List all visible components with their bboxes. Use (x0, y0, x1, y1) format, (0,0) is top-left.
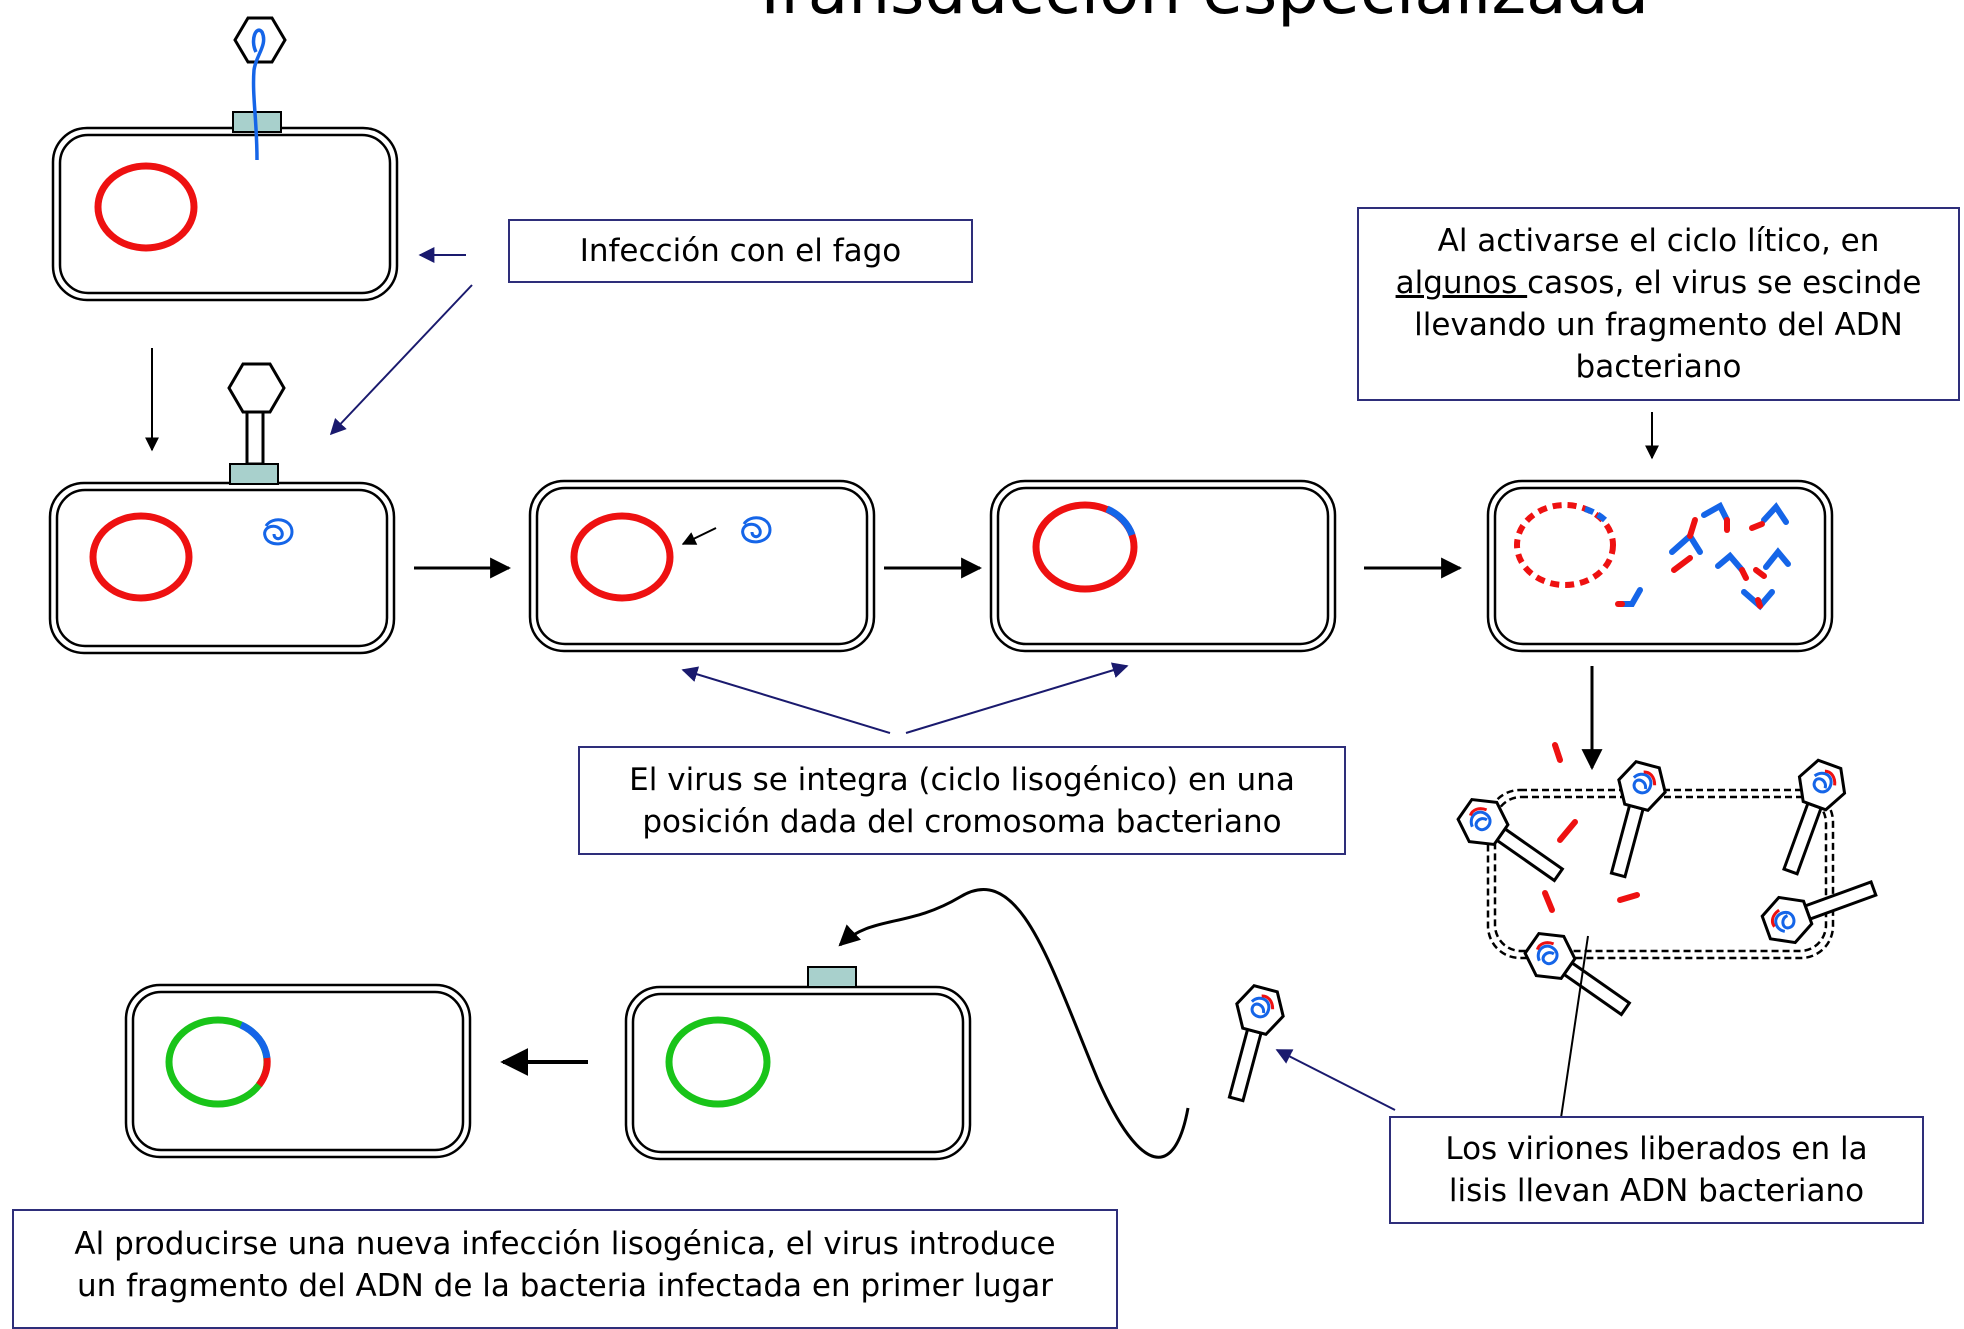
bacterial-dna-fragments (1542, 742, 1640, 913)
bacterium-cell-2 (48, 481, 396, 655)
phage-dna-coil-icon (263, 516, 772, 546)
label-infection: Infección con el fago (508, 219, 973, 283)
label-new-infection: Al producirse una nueva infección lisogé… (12, 1209, 1118, 1329)
new-host-chromosome (165, 1016, 271, 1108)
pointer-arrow (681, 666, 891, 734)
chromosome-ring (1032, 501, 1138, 593)
bacterium-cell-7 (124, 983, 472, 1159)
excised-phage-dna (1615, 501, 1791, 611)
phage-icon (232, 16, 287, 161)
baseplate (807, 966, 857, 988)
bacterium-cell-6 (624, 985, 972, 1161)
virion-icon (1227, 983, 1285, 1103)
bacterium-cell-3 (528, 479, 876, 653)
chromosome-ring (570, 512, 674, 602)
arrow-left (681, 527, 717, 545)
bacterium-cell-5 (1486, 479, 1834, 653)
bacterium-cell-4 (989, 479, 1337, 653)
label-lysogenic-integration: El virus se integra (ciclo lisogénico) e… (578, 746, 1346, 855)
virion-icon (1456, 797, 1565, 883)
pointer-arrow (329, 284, 473, 436)
curved-arrow (838, 888, 1190, 1159)
phage-icon (227, 362, 286, 485)
pointer-arrow (1275, 1049, 1396, 1111)
pointer-line (1557, 935, 1589, 1139)
virion-icon (1609, 759, 1667, 879)
virion-icon (1760, 880, 1878, 945)
fragmented-chromosome (1514, 502, 1616, 588)
pointer-arrow (905, 662, 1129, 734)
chromosome-ring (89, 512, 193, 602)
virion-icon (1782, 758, 1847, 876)
virion-icon (1523, 931, 1632, 1017)
diagram-title: Transducción especializada (750, 0, 1649, 29)
bacterium-cell-1 (51, 126, 399, 302)
label-released-virions: Los viriones liberados en la lisis lleva… (1389, 1116, 1924, 1224)
label-lytic-cycle: Al activarse el ciclo lítico, en algunos… (1357, 207, 1960, 401)
chromosome-ring (94, 162, 198, 252)
new-host-chromosome (665, 1016, 771, 1108)
